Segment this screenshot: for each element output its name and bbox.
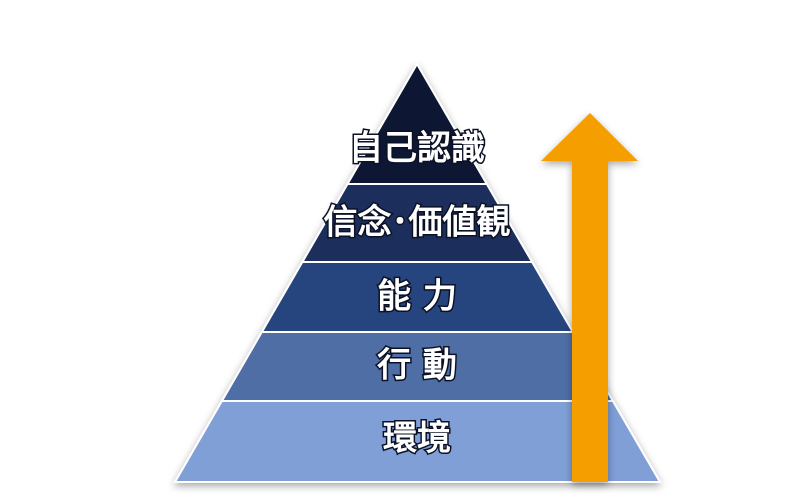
up-arrow-icon — [541, 113, 638, 482]
layer-label-environment: 環境 — [383, 419, 451, 459]
layer-label-capabilities: 能 力 — [377, 277, 457, 317]
layer-label-self-awareness: 自己認識 — [349, 129, 485, 169]
layer-label-behavior: 行 動 — [377, 346, 457, 386]
pyramid-layer-base — [173, 400, 662, 483]
layer-label-beliefs-values: 信念･価値観 — [324, 203, 511, 243]
pyramid — [173, 62, 662, 483]
